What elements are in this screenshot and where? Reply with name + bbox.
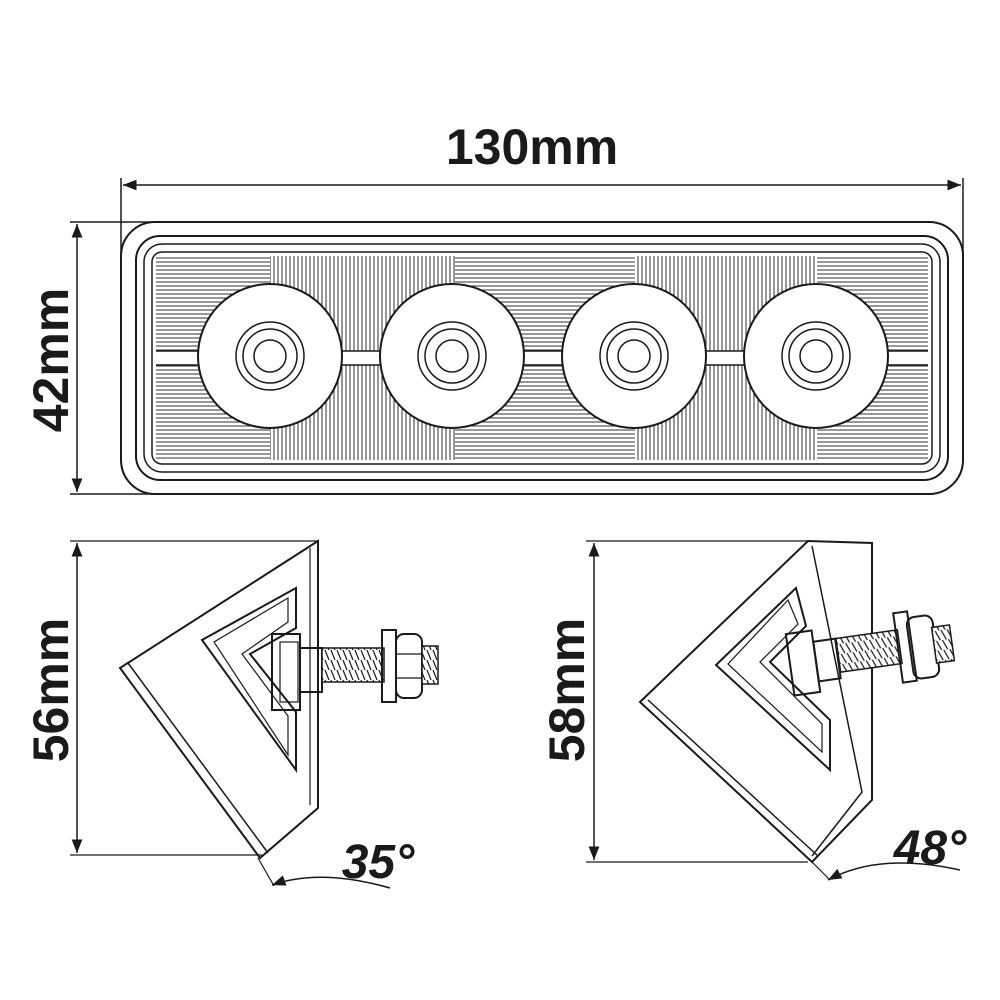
angle-left-label: 35° <box>342 836 415 889</box>
led-4 <box>743 283 889 429</box>
bracket-right-view: 58mm 48° <box>539 539 967 881</box>
width-dimension: 130mm <box>120 119 964 262</box>
height-dimension: 42mm <box>23 221 160 495</box>
bracket-left-view: 56mm 35° <box>23 539 439 889</box>
width-label: 130mm <box>446 119 618 175</box>
led-1 <box>197 283 343 429</box>
led-3 <box>561 283 707 429</box>
bracket-left-height-label: 56mm <box>23 618 79 763</box>
led-2 <box>379 283 525 429</box>
angle-right-label: 48° <box>893 822 967 875</box>
bracket-right-height-label: 58mm <box>539 618 595 763</box>
light-bar-front-view <box>120 221 964 495</box>
height-label: 42mm <box>23 288 79 433</box>
